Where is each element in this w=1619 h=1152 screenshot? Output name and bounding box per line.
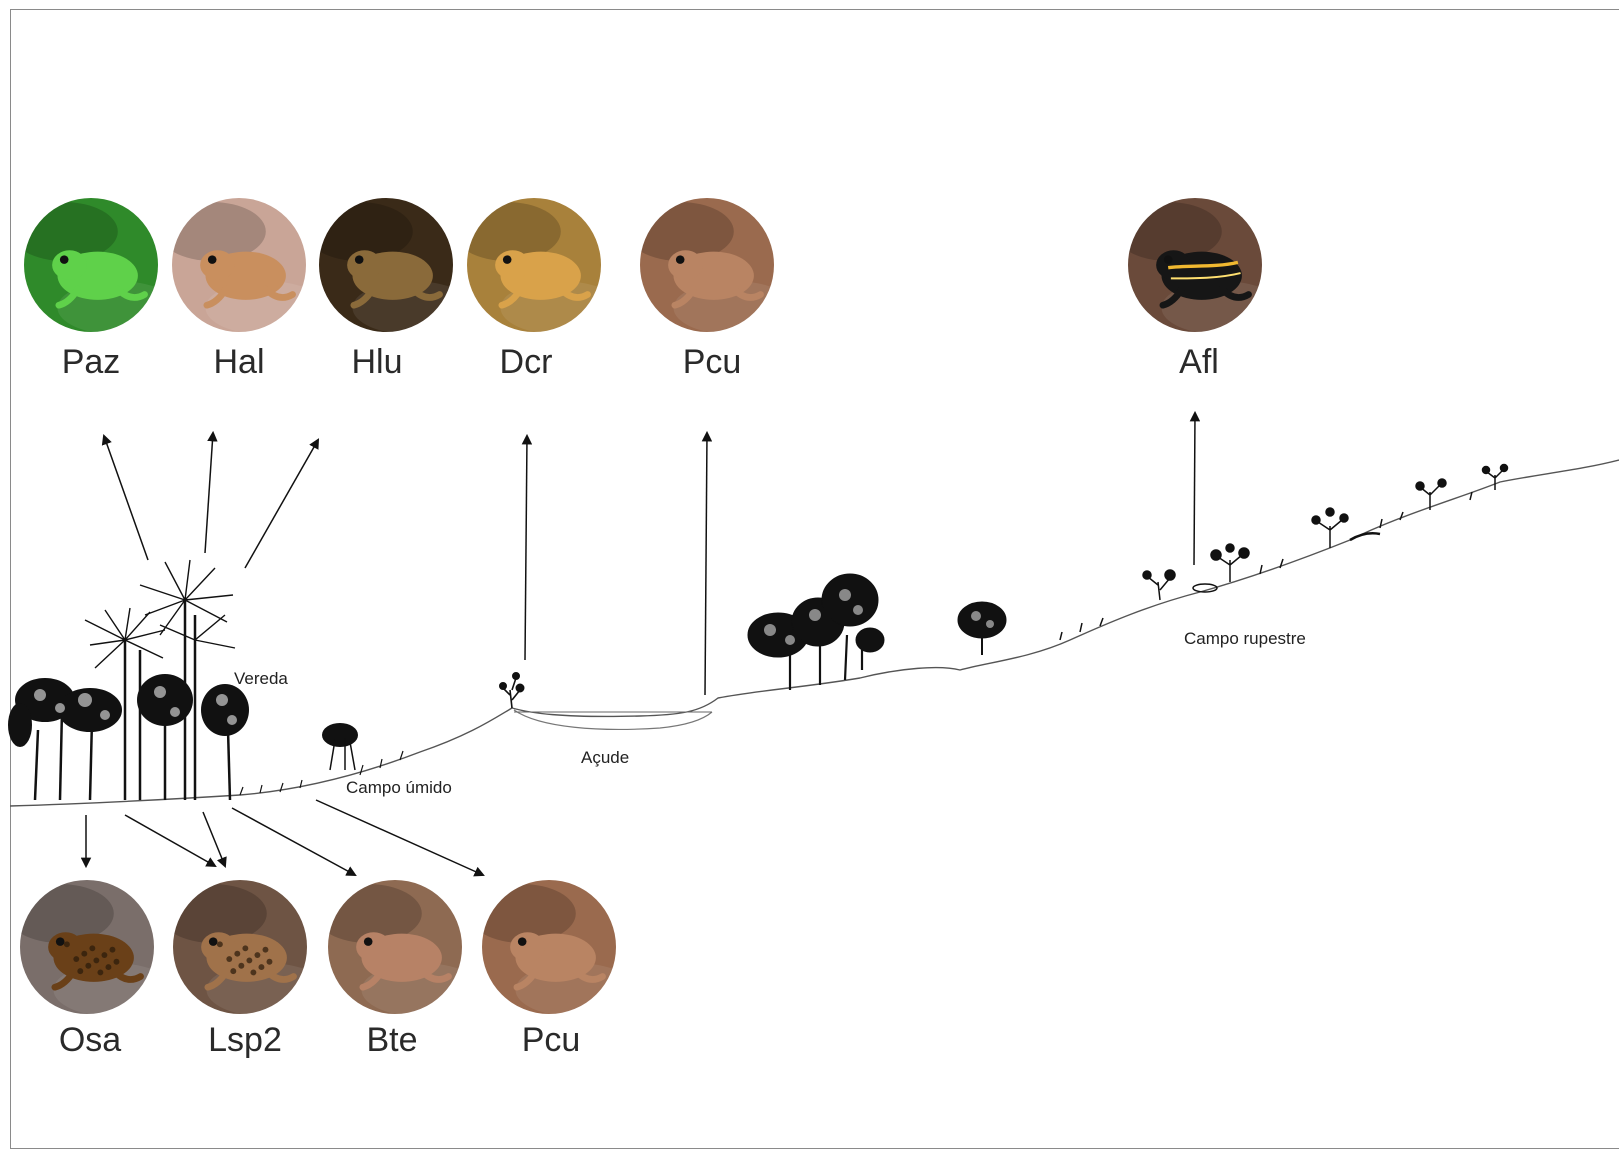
brown-frog-pair-photo [328, 880, 462, 1014]
arrows-upper [104, 413, 1195, 695]
species-code: Pcu [642, 345, 782, 379]
vereda-vegetation [8, 560, 403, 800]
species-code: Dcr [456, 345, 596, 379]
arrow-to-lsp2-a [125, 815, 215, 866]
cerrado-trees [748, 574, 1006, 690]
green-tree-frog-photo [24, 198, 158, 332]
brown-frog-photo [482, 880, 616, 1014]
arrow-to-pcu-bottom [316, 800, 483, 875]
arrow-to-paz [104, 436, 148, 560]
arrow-to-dcr [525, 436, 527, 660]
arrow-to-hal [205, 433, 213, 553]
arrows-lower [86, 800, 483, 875]
brown-tree-frog-photo [319, 198, 453, 332]
species-code: Lsp2 [175, 1023, 315, 1057]
striped-poison-frog-photo [1128, 198, 1262, 332]
campo-rupestre-vegetation [1060, 465, 1508, 641]
arrow-to-hlu [245, 440, 318, 568]
species-code: Pcu [481, 1023, 621, 1057]
species-code: Paz [21, 345, 161, 379]
tan-tree-frog-photo [172, 198, 306, 332]
small-yellow-frog-photo [467, 198, 601, 332]
species-code: Hlu [307, 345, 447, 379]
habitat-label-vereda: Vereda [234, 669, 288, 689]
habitat-label-campo-rupestre: Campo rupestre [1184, 629, 1306, 649]
brown-frog-photo [640, 198, 774, 332]
arrow-to-bte [232, 808, 355, 875]
habitat-label-acude: Açude [581, 748, 629, 768]
species-code: Hal [169, 345, 309, 379]
pond-shrub [500, 673, 525, 709]
habitat-label-campo-umido: Campo úmido [346, 778, 452, 798]
spotted-frog-photo [173, 880, 307, 1014]
warty-toad-photo [20, 880, 154, 1014]
species-code: Afl [1129, 345, 1269, 379]
arrow-to-lsp2-b [203, 812, 225, 866]
species-code: Bte [322, 1023, 462, 1057]
species-code: Osa [20, 1023, 160, 1057]
arrow-to-pcu-top [705, 433, 707, 695]
arrow-to-afl [1194, 413, 1195, 565]
